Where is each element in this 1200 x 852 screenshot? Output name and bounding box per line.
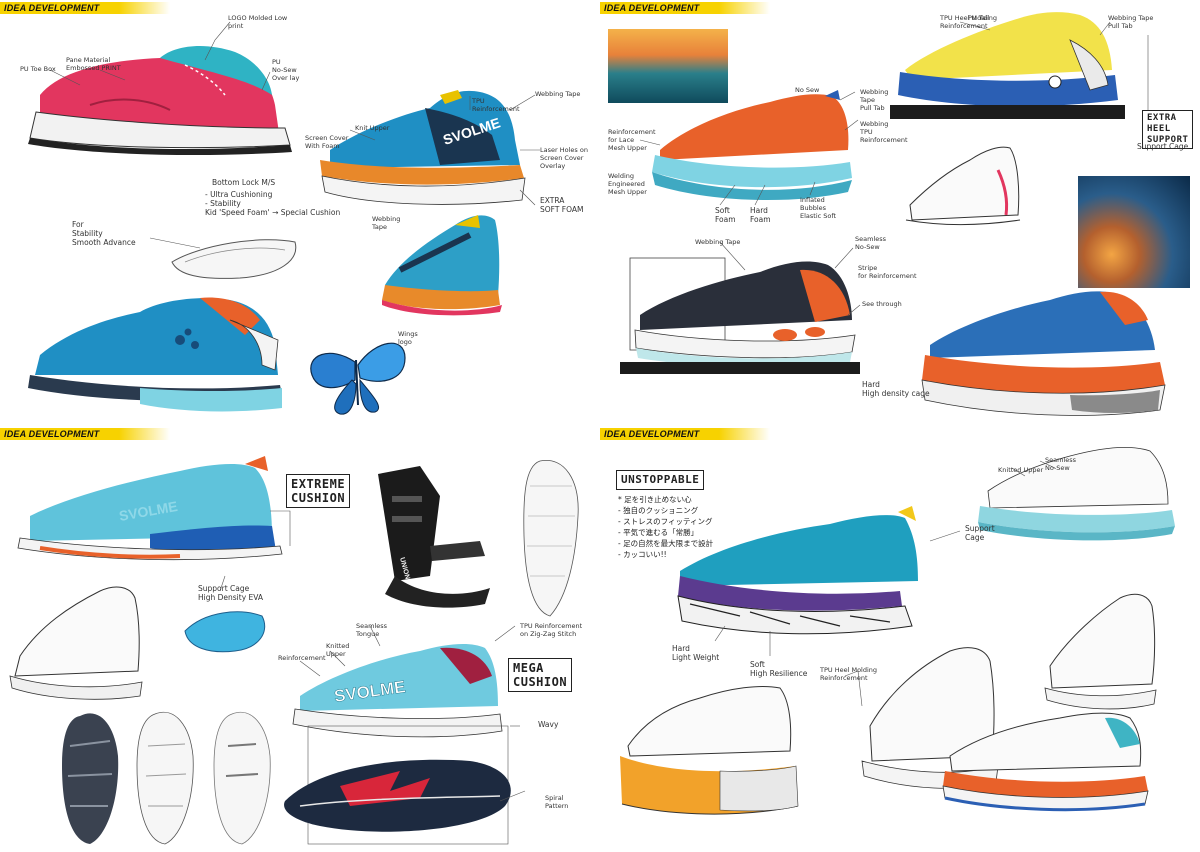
section-header-label: IDEA DEVELOPMENT	[4, 429, 100, 439]
note-knitted-upper: Knitted Upper	[326, 642, 350, 658]
note-support-cage: Support Cage	[1137, 142, 1189, 151]
section-header-label: IDEA DEVELOPMENT	[4, 3, 100, 13]
sketch-canvas-q1: SVOLME	[28, 21, 540, 415]
outsole-dark-sketch	[62, 713, 119, 844]
note-hard-cage: Hard High density cage	[862, 380, 930, 398]
page-bottom-right: IDEA DEVELOPMENT UNSTOPPABLE * 足を引き止めない心…	[600, 426, 1200, 852]
note-inflated-bubbles: Inflated Bubbles Elastic Soft	[800, 196, 837, 220]
section-header: IDEA DEVELOPMENT	[0, 2, 170, 14]
note-extra-soft-foam: EXTRA SOFT FOAM	[540, 196, 584, 214]
note-reinforcement: Reinforcement	[278, 654, 326, 662]
leader-lines-q4	[714, 460, 1056, 707]
outsole-outline-2-sketch	[136, 711, 194, 845]
note-spiral-pattern: Spiral Pattern	[545, 794, 569, 810]
yellow-shoe-sketch	[890, 12, 1125, 119]
section-header-label: IDEA DEVELOPMENT	[604, 429, 700, 439]
section-header: IDEA DEVELOPMENT	[600, 428, 770, 440]
section-header: IDEA DEVELOPMENT	[0, 428, 170, 440]
note-screen-cover: Screen Cover With Foam	[305, 134, 349, 150]
note-overlay: PU No-Sew Over lay	[272, 58, 300, 82]
blue-runner-sketch	[28, 297, 282, 412]
snowboard-binding-photo: UNION	[365, 466, 490, 616]
extra-heel-support-box: EXTRA HEEL SUPPORT	[1142, 110, 1194, 149]
insole-sketch	[171, 239, 297, 279]
leader-lines-q3	[219, 510, 526, 802]
note-stability: For Stability Smooth Advance	[72, 220, 136, 247]
sketch-canvas-q4	[620, 447, 1175, 815]
note-hard-foam: Hard Foam	[750, 206, 771, 224]
note-hard-light: Hard Light Weight	[672, 644, 720, 662]
orange-shoe-sketch	[652, 90, 852, 201]
pink-shoe-sketch	[28, 46, 292, 156]
sketch-canvas-q3: SVOLME UNION	[9, 456, 579, 845]
unstoppable-title-box: UNSTOPPABLE	[616, 470, 705, 490]
wave-photo	[608, 29, 728, 103]
wave-sunset-photo	[1078, 176, 1190, 288]
note-bullets: - Ultra Cushioning - Stability Kid 'Spee…	[205, 190, 341, 217]
note-stripe: Stripe for Reinforcement	[858, 264, 917, 280]
note-wavy: Wavy	[538, 720, 559, 729]
outsole-outline-sketch	[523, 459, 579, 617]
note-no-sew: No Sew	[795, 86, 820, 94]
note-webbing-pull-tab: Webbing Tape Pull Tab	[1108, 14, 1154, 30]
outline-shoe-c-sketch	[942, 712, 1149, 812]
note-support-cage: Support Cage High Density EVA	[198, 584, 264, 602]
note-reinforcement-lace: Reinforcement for Lace Mesh Upper	[608, 128, 656, 152]
page-top-left: IDEA DEVELOPMENT SVOLME	[0, 0, 600, 426]
note-pane-material: Pane Material Embossed PRINT	[66, 56, 121, 72]
leader-lines-q2	[639, 21, 1149, 316]
blue-knit-shoe-sketch: SVOLME	[320, 90, 526, 205]
note-toe-box: PU Toe Box	[20, 65, 56, 73]
outline-runner-sketch	[9, 586, 143, 700]
note-pu-tail: PU Tail	[968, 14, 990, 22]
black-shoe-sketch	[620, 257, 860, 374]
sketch-canvas-q2	[620, 12, 1166, 416]
note-soft-resilience: Soft High Resilience	[750, 660, 808, 678]
note-logo: LOGO Molded Low print	[228, 14, 288, 30]
note-webbing-tab: Webbing Tape Pull Tab	[860, 88, 889, 112]
orange-heel-shoe-sketch	[620, 686, 799, 815]
outline-shoe-a-sketch	[1044, 593, 1157, 710]
blue-purple-shoe-sketch	[677, 506, 918, 635]
note-wings-logo: Wings logo	[398, 330, 418, 346]
note-welding: Welding Engineered Mesh Upper	[608, 172, 647, 196]
note-knit: Knit Upper	[355, 124, 390, 132]
page-top-right: IDEA DEVELOPMENT	[600, 0, 1200, 426]
note-soft-foam: Soft Foam	[715, 206, 736, 224]
teal-sole-shoe-sketch	[978, 447, 1175, 541]
small-orange-shoe-sketch	[382, 215, 502, 316]
note-laser: Laser Holes on Screen Cover Overlay	[540, 146, 588, 170]
note-seamless: Seamless No-Sew	[855, 235, 887, 251]
leader-lines-q1	[49, 21, 540, 249]
note-tpu-strip: Webbing TPU Reinforcement	[860, 120, 908, 144]
note-seamless-tongue: Seamless Tongue	[356, 622, 388, 638]
note-tpu-heel: TPU Heel Molding Reinforcement	[940, 14, 998, 30]
outsole-outline-3-sketch	[213, 711, 271, 845]
note-tpu-heel-molding: TPU Heel Molding Reinforcement	[820, 666, 878, 682]
concept-notes: * 足を引き止めない心 - 独自のクッショニング - ストレスのフィッティング …	[618, 495, 714, 559]
note-tpu: TPU Reinforcement	[472, 97, 520, 113]
note-support-cage: Support Cage	[965, 524, 995, 542]
note-tpu-zigzag: TPU Reinforcement on Zig-Zag Stitch	[520, 622, 583, 638]
section-header: IDEA DEVELOPMENT	[600, 2, 770, 14]
dark-outsole-sketch	[284, 725, 511, 845]
section-header-label: IDEA DEVELOPMENT	[604, 3, 700, 13]
note-bottom-lock: Bottom Lock M/S	[212, 178, 276, 187]
note-webbing-tape-2: Webbing Tape	[695, 238, 741, 246]
note-seamless: Seamless No-Sew	[1045, 456, 1077, 472]
note-webbing: Webbing Tape	[535, 90, 581, 98]
mega-cushion-box: MEGA CUSHION	[508, 658, 573, 692]
note-knitted-upper: Knitted Upper	[998, 466, 1044, 474]
page-bottom-left: IDEA DEVELOPMENT SVOLME UNION	[0, 426, 600, 852]
svolme-shoe-sketch: SVOLME	[292, 644, 503, 738]
butterfly-image	[310, 342, 406, 415]
note-webbing-tape: Webbing Tape	[372, 215, 401, 231]
teal-shoe-sketch: SVOLME	[17, 456, 283, 561]
support-cage-sketch	[184, 611, 266, 653]
note-see-through: See through	[862, 300, 902, 308]
extreme-cushion-box: EXTREME CUSHION	[286, 474, 351, 508]
blue-orange-shoe-sketch	[921, 291, 1166, 416]
outline-shoe-sketch	[905, 146, 1021, 225]
